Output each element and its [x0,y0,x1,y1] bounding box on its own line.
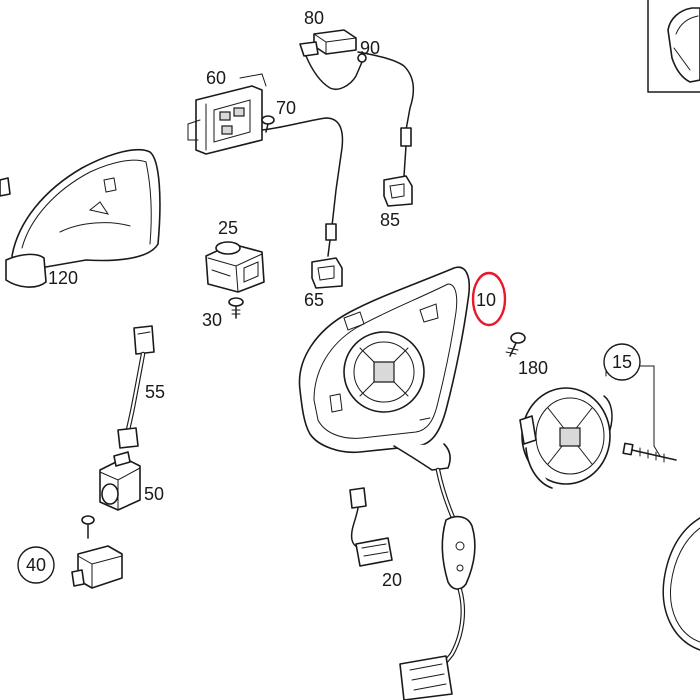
callout-40[interactable]: 40 [26,555,46,575]
cable-60-65 [261,117,344,257]
callout-15-badge[interactable]: 15 [603,343,641,381]
callout-10[interactable]: 10 [476,290,496,310]
callout-65[interactable]: 65 [304,290,324,310]
leader-bracket-15 [605,365,661,457]
part-20-wiring [349,487,393,567]
part-60-control-module [187,73,267,155]
callout-20[interactable]: 20 [382,570,402,590]
callout-40-badge[interactable]: 40 [17,546,55,584]
callout-180[interactable]: 180 [518,358,548,378]
callout-labels: 80 90 60 70 85 25 120 65 30 55 50 20 180… [17,8,641,590]
callout-70[interactable]: 70 [276,98,296,118]
part-80-sensor [299,29,415,177]
part-40-module [71,515,123,589]
part-70-screw [261,115,275,133]
part-120-mirror-cover [0,148,161,288]
callout-80[interactable]: 80 [304,8,324,28]
part-180-screw [505,332,526,357]
callout-25[interactable]: 25 [218,218,238,238]
callout-90[interactable]: 90 [360,38,380,58]
callout-120[interactable]: 120 [48,268,78,288]
callout-85[interactable]: 85 [380,210,400,230]
part-25-motor [205,241,265,293]
callout-50[interactable]: 50 [144,484,164,504]
callout-30[interactable]: 30 [202,310,222,330]
callout-15[interactable]: 15 [612,352,632,372]
door-outline [662,517,700,651]
inset-vehicle-view [647,0,700,93]
callout-55[interactable]: 55 [145,382,165,402]
part-30-screw [228,297,244,319]
part-55-cable [117,325,155,449]
part-50-unit [99,451,141,511]
part-65-connector [311,257,343,289]
part-15-adjuster [519,387,677,489]
part-85-connector [383,175,413,207]
part-10-mirror-base [298,266,476,700]
highlight-ring-10 [471,271,507,327]
callout-60[interactable]: 60 [206,68,226,88]
